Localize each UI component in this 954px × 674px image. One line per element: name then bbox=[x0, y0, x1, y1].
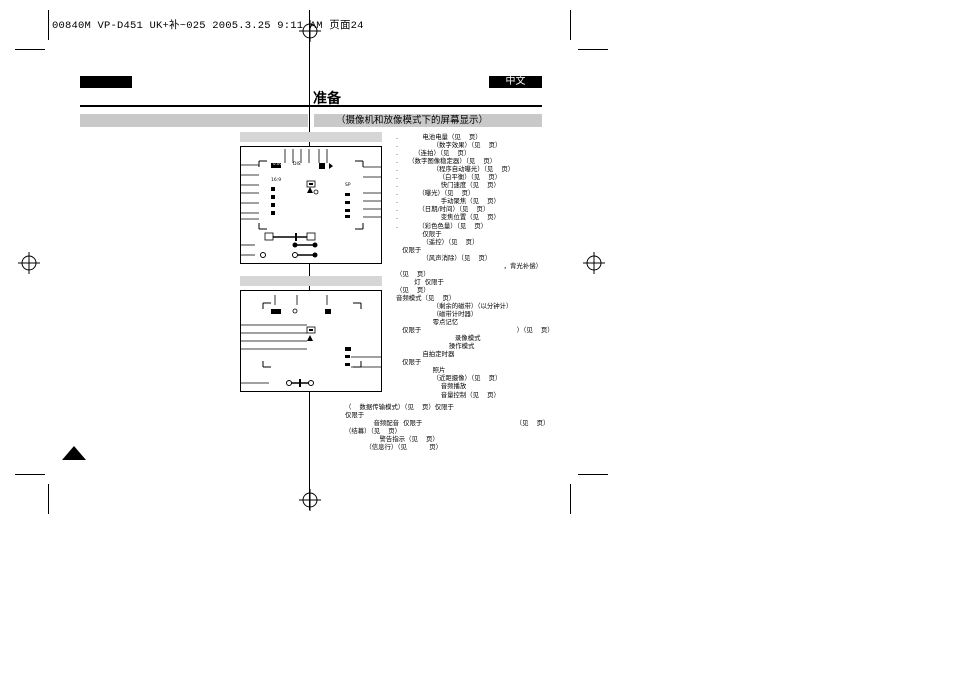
list-item: （ 数据传输模式）（见 页）仅限于 bbox=[345, 403, 454, 411]
list-item: 灯 仅限于 bbox=[396, 277, 444, 286]
header-rule bbox=[80, 105, 542, 107]
crop-mark bbox=[578, 49, 608, 50]
player-mode-lcd-diagram bbox=[240, 290, 382, 392]
list-item: ，背光补偿） bbox=[396, 261, 543, 270]
list-item: （近距摄像）（见 页） bbox=[396, 374, 502, 383]
battery-time-label: 0:00 bbox=[273, 161, 282, 166]
osd-item-list: . 电池电量（见 页） . （数字效果）（见 页） . （连拍）（见 页） . … bbox=[396, 133, 554, 399]
list-item: . （数字图像稳定器）（见 页） bbox=[396, 157, 497, 166]
list-item: 零点记忆 bbox=[396, 318, 459, 327]
osd-item-list-lower: （ 数据传输模式）（见 页）仅限于 仅限于 音频配音 仅限于 （见 页） （结幕… bbox=[345, 403, 550, 452]
crop-mark bbox=[570, 10, 571, 40]
list-item: （结幕）（见 页） bbox=[345, 427, 402, 436]
crop-mark bbox=[15, 49, 45, 50]
list-item: 仅限于 bbox=[396, 245, 422, 254]
list-item: . （程序自动曝光）（见 页） bbox=[396, 165, 515, 174]
list-item: 仅限于 ）（见 页） bbox=[396, 326, 554, 335]
list-item: （信息行）（见 页） bbox=[345, 443, 442, 452]
registration-mark-icon bbox=[583, 252, 605, 274]
list-item: 仅限于 bbox=[396, 229, 442, 238]
list-item: 录像模式 bbox=[396, 334, 481, 343]
list-item: （见 页） bbox=[396, 269, 430, 278]
list-item: . 变焦位置（见 页） bbox=[396, 213, 500, 222]
list-item: . （曝光）（见 页） bbox=[396, 189, 475, 198]
list-item: . 电池电量（见 页） bbox=[396, 133, 482, 141]
file-stamp: 00840M VP-D451 UK+补~025 2005.3.25 9:11 A… bbox=[52, 20, 364, 32]
registration-mark-icon bbox=[18, 252, 40, 274]
registration-mark-icon bbox=[299, 489, 321, 511]
camera-mode-lcd-diagram: 0:00 DIS 16:9 SP bbox=[240, 146, 382, 264]
list-item: . （数字效果）（见 页） bbox=[396, 141, 502, 150]
dis-label: DIS bbox=[293, 162, 301, 167]
list-item: 音频播放 bbox=[396, 382, 467, 391]
list-item: 仅限于 bbox=[345, 411, 365, 420]
list-item: . 手动聚焦（见 页） bbox=[396, 197, 500, 206]
list-item: 自拍定时器 bbox=[396, 350, 455, 359]
list-item: （磁带计时器） bbox=[396, 310, 478, 319]
list-item: 警告指示（见 页） bbox=[345, 435, 439, 444]
page-corner-triangle-icon bbox=[62, 446, 86, 460]
language-bar-left bbox=[80, 76, 132, 88]
page-title: 准备 bbox=[313, 91, 341, 107]
lcd-screen-illustration-player bbox=[241, 295, 381, 387]
list-item: （见 页） bbox=[396, 285, 430, 294]
camera-mode-subbar bbox=[240, 132, 382, 142]
list-item: 照片 bbox=[396, 366, 446, 375]
list-item: （遥控）（见 页） bbox=[396, 237, 479, 246]
registration-mark-icon bbox=[299, 20, 321, 42]
wide-mode-label: 16:9 bbox=[271, 178, 282, 183]
list-item: . 快门速度（见 页） bbox=[396, 181, 500, 190]
list-item: 音频模式（见 页） bbox=[396, 293, 456, 302]
crop-mark bbox=[578, 474, 608, 475]
list-item: . （日期/时间）（见 页） bbox=[396, 205, 490, 214]
crop-mark bbox=[15, 474, 45, 475]
list-item: . （白平衡）（见 页） bbox=[396, 173, 502, 182]
list-item: （剩余的磁带）（以分钟计） bbox=[396, 301, 513, 310]
crop-mark bbox=[570, 484, 571, 514]
list-item: 音频配音 仅限于 （见 页） bbox=[345, 419, 550, 428]
list-item: 音量控制（见 页） bbox=[396, 390, 500, 399]
lcd-screen-illustration bbox=[241, 149, 381, 258]
language-badge: 中文 bbox=[489, 76, 542, 88]
list-item: 仅限于 bbox=[396, 358, 422, 367]
list-item: . （彩色色量）（见 页） bbox=[396, 221, 488, 230]
list-item: （风声消除）（见 页） bbox=[396, 253, 492, 262]
list-item: . （连拍）（见 页） bbox=[396, 149, 471, 158]
crop-mark bbox=[48, 10, 49, 40]
section-title: （摄像机和放像模式下的屏幕显示） bbox=[314, 114, 542, 127]
section-bar-left bbox=[80, 114, 308, 127]
crop-mark bbox=[48, 484, 49, 514]
player-mode-subbar bbox=[240, 276, 382, 286]
tape-mode-label: SP bbox=[345, 183, 351, 188]
list-item: 操作模式 bbox=[396, 342, 475, 351]
